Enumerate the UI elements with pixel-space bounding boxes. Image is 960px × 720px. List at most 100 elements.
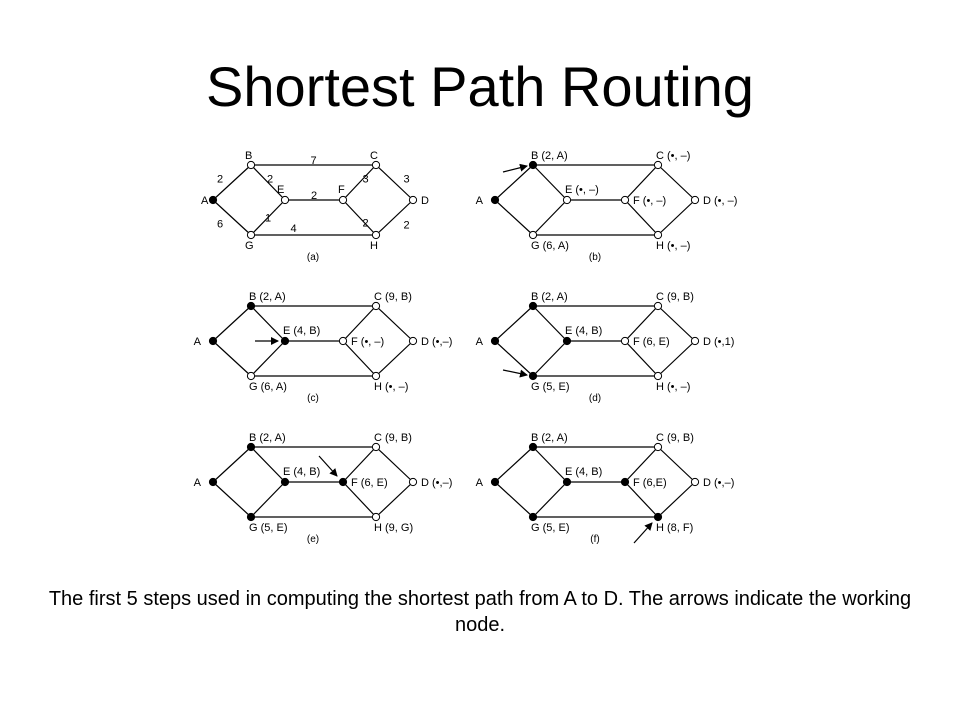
node-C	[653, 160, 663, 170]
edge-A-B	[494, 164, 534, 201]
node-label-E: E (4, B)	[283, 466, 320, 478]
node-F	[620, 195, 630, 205]
node-label-E: E (4, B)	[283, 325, 320, 337]
node-label-H: H (•, –)	[656, 381, 690, 393]
node-label-A: A	[194, 336, 202, 348]
edge-A-B	[212, 446, 252, 483]
node-label-G: G (5, E)	[249, 522, 288, 534]
node-H	[371, 371, 381, 381]
node-label-B: B (2, A)	[531, 432, 568, 444]
panel-sublabel: (d)	[589, 393, 601, 404]
edge-B-E	[250, 305, 286, 342]
edge-E-G	[250, 481, 286, 518]
edge-A-G	[212, 199, 252, 236]
edge-H-D	[657, 481, 696, 518]
edge-H-D	[375, 199, 414, 236]
edge-E-G	[532, 481, 568, 518]
edge-weight-C-D: 3	[403, 174, 409, 186]
edge-weight-H-D: 2	[403, 220, 409, 232]
node-F	[338, 336, 348, 346]
node-A	[208, 336, 218, 346]
node-E	[562, 336, 572, 346]
node-label-F: F	[338, 184, 345, 196]
figure-caption: The first 5 steps used in computing the …	[48, 588, 912, 636]
node-label-D: D (•,–)	[421, 477, 452, 489]
node-D	[408, 195, 418, 205]
node-label-H: H	[370, 240, 378, 252]
edge-H-D	[375, 340, 414, 377]
node-D	[408, 477, 418, 487]
edge-E-G	[250, 340, 286, 377]
panel-sublabel: (a)	[307, 252, 319, 263]
node-label-C: C (9, B)	[374, 291, 412, 303]
edge-A-B	[212, 164, 252, 201]
edge-C-D	[375, 446, 414, 483]
node-label-C: C (•, –)	[656, 150, 690, 162]
node-label-B: B	[245, 150, 252, 162]
edge-B-E	[532, 446, 568, 483]
node-label-D: D (•,1)	[703, 336, 734, 348]
node-label-E: E (4, B)	[565, 325, 602, 337]
node-label-H: H (9, G)	[374, 522, 413, 534]
edge-F-H	[624, 199, 659, 236]
node-label-G: G (5, E)	[531, 381, 570, 393]
edge-weight-B-C: 7	[310, 155, 316, 167]
edge-C-D	[657, 305, 696, 342]
edge-weight-E-G: 1	[265, 213, 271, 225]
edge-H-D	[657, 199, 696, 236]
edge-B-E	[250, 164, 286, 201]
edge-weight-E-F: 2	[311, 190, 317, 202]
node-label-G: G	[245, 240, 254, 252]
node-label-H: H (8, F)	[656, 522, 693, 534]
node-label-D: D (•,–)	[421, 336, 452, 348]
node-label-F: F (•, –)	[351, 336, 384, 348]
edge-E-G	[532, 340, 568, 377]
panel-sublabel: (e)	[307, 534, 319, 545]
edge-A-B	[494, 446, 534, 483]
node-label-B: B (2, A)	[531, 150, 568, 162]
node-E	[562, 195, 572, 205]
node-B	[246, 442, 256, 452]
working-node-arrow	[633, 522, 653, 544]
node-label-E: E	[277, 184, 284, 196]
node-A	[208, 477, 218, 487]
node-label-F: F (6, E)	[351, 477, 388, 489]
edge-A-G	[494, 199, 534, 236]
panel-c: A B (2, A) C (9, B) D (•,–) E (4, B) F (•, –)…	[194, 291, 453, 404]
node-B	[528, 301, 538, 311]
node-C	[653, 442, 663, 452]
edge-H-D	[657, 340, 696, 377]
working-node-arrow	[502, 163, 528, 173]
node-E	[280, 195, 290, 205]
edge-F-H	[342, 340, 377, 377]
edge-B-E	[532, 164, 568, 201]
node-H	[653, 371, 663, 381]
edge-weight-A-G: 6	[217, 219, 223, 231]
node-F	[338, 477, 348, 487]
node-label-G: G (6, A)	[531, 240, 569, 252]
node-H	[653, 512, 663, 522]
edge-weight-G-H: 4	[290, 223, 296, 235]
edge-F-H	[624, 481, 659, 518]
edge-weight-F-H: 2	[362, 218, 368, 230]
node-label-F: F (6, E)	[633, 336, 670, 348]
edge-F-C	[624, 164, 659, 201]
edge-A-B	[212, 305, 252, 342]
edge-F-C	[342, 446, 377, 483]
node-label-B: B (2, A)	[249, 291, 286, 303]
edge-C-D	[657, 446, 696, 483]
edge-A-G	[212, 340, 252, 377]
edge-H-D	[375, 481, 414, 518]
edge-A-G	[494, 340, 534, 377]
node-label-D: D (•, –)	[703, 195, 737, 207]
edge-weight-B-E: 2	[267, 174, 273, 186]
node-label-D: D (•,–)	[703, 477, 734, 489]
node-label-G: G (5, E)	[531, 522, 570, 534]
node-B	[246, 301, 256, 311]
node-C	[371, 442, 381, 452]
node-A	[490, 477, 500, 487]
node-H	[371, 230, 381, 240]
edge-B-E	[532, 305, 568, 342]
node-label-A: A	[476, 477, 484, 489]
node-G	[528, 512, 538, 522]
